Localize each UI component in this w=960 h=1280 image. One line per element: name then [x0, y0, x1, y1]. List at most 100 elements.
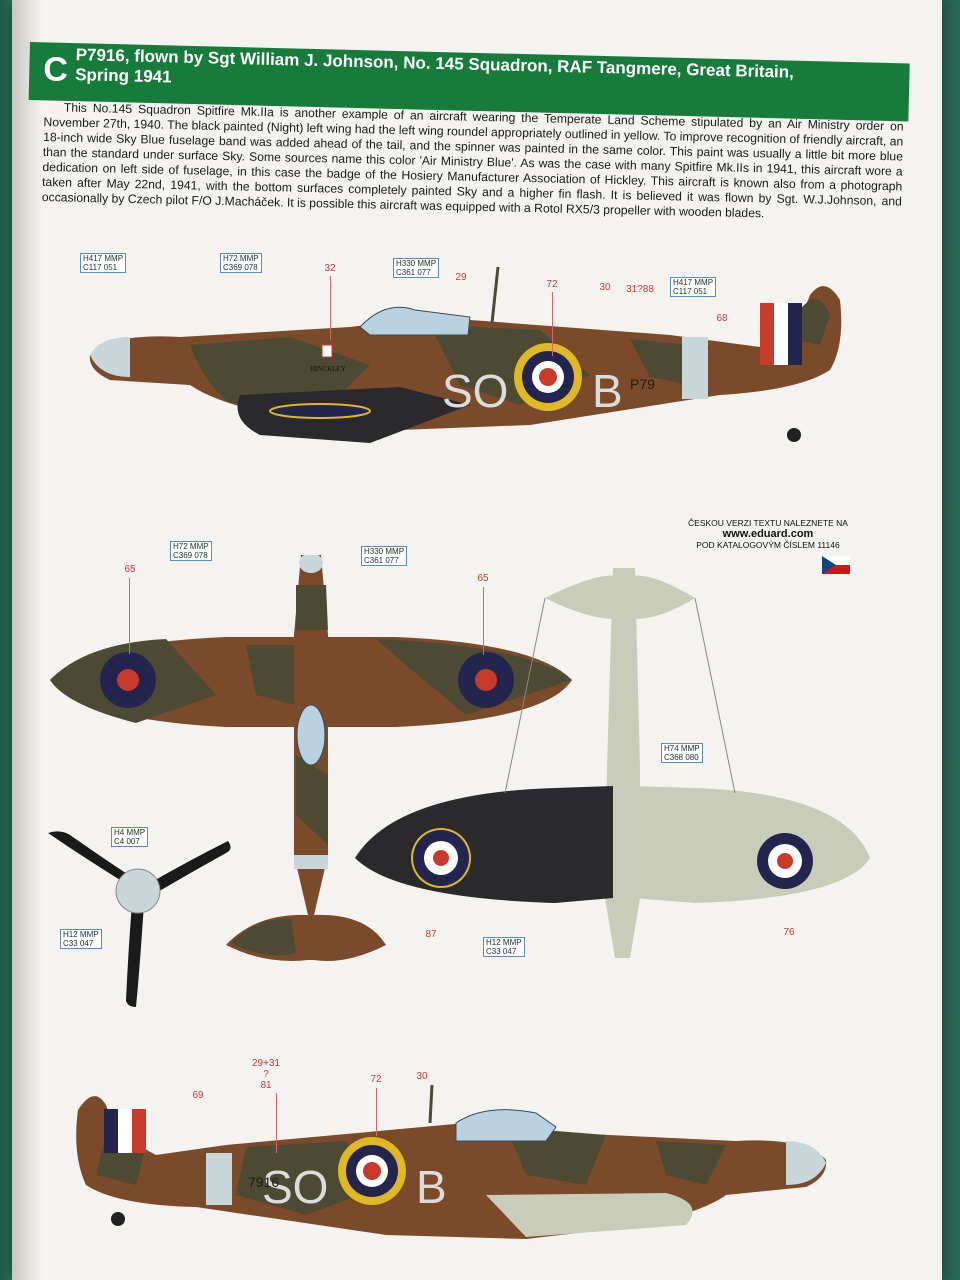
under-wing-left-night [355, 786, 613, 903]
code-h: H330 [396, 259, 416, 268]
code-h: H12 [486, 938, 501, 947]
right-profile-view: SO B 7916 [76, 1084, 827, 1239]
left-code-so: SO [442, 365, 508, 417]
callout-29: 29 [455, 272, 467, 283]
leader-line [483, 587, 484, 655]
code-c: C361 [364, 556, 384, 565]
scheme-subtitle: Spring 1941 [74, 65, 172, 87]
code-brand: MMP [189, 542, 209, 551]
right-fin-flash-blue [104, 1109, 118, 1153]
callout-29-31: 29+31 [251, 1058, 281, 1069]
top-view [50, 555, 572, 961]
callout-32: 32 [324, 263, 336, 274]
under-rigging-line [694, 597, 736, 794]
under-fuselage [605, 568, 640, 958]
callout-87: 87 [425, 929, 437, 940]
czech-version-note: ČESKOU VERZI TEXTU NALEZNETE NA www.edua… [678, 518, 858, 551]
callout-68: 68 [716, 313, 728, 324]
czech-note-site: www.eduard.com [722, 528, 814, 540]
right-serial: 7916 [248, 1174, 279, 1190]
code-mmp: 077 [385, 556, 399, 565]
instruction-page [12, 0, 942, 1280]
code-mmp: 051 [103, 263, 118, 272]
czech-flag-icon [822, 556, 850, 574]
callout-69: 69 [192, 1090, 204, 1101]
top-tailplane-green [231, 918, 296, 956]
code-brand: MMP [126, 828, 146, 837]
callout-72: 72 [546, 279, 558, 290]
right-fin-flash-red [132, 1109, 146, 1153]
callout-31-88: 31?88 [626, 284, 654, 295]
description-paragraph: This No.145 Squadron Spitfire Mk.IIa is … [41, 100, 904, 221]
code-mmp: 077 [417, 268, 431, 277]
right-antenna-mast [428, 1084, 434, 1124]
under-roundel-left-red [433, 850, 449, 866]
fin-flash-red [760, 303, 774, 365]
callout-76: 76 [783, 927, 795, 938]
code-h: H417 [83, 254, 103, 263]
underside-view [355, 568, 870, 958]
code-mmp: 078 [194, 551, 208, 560]
code-mmp: 080 [685, 753, 699, 762]
right-canopy [455, 1109, 557, 1142]
propeller-blade [48, 831, 138, 885]
top-canopy [296, 704, 326, 766]
code-brand: MMP [417, 259, 437, 268]
code-brand: MMP [239, 254, 259, 263]
code-brand: MMP [104, 254, 124, 263]
leader-line [552, 292, 553, 356]
code-c: C33 [63, 939, 78, 948]
top-roundel-left-red [117, 669, 139, 691]
under-roundel-right-red [777, 853, 793, 869]
right-camo-green [96, 1127, 726, 1215]
callout-81: 81 [260, 1080, 272, 1091]
description-text: This No.145 Squadron Spitfire Mk.IIa is … [42, 100, 904, 224]
under-wing-right-sky [633, 786, 870, 903]
right-sky-band [206, 1153, 232, 1205]
callout-30: 30 [599, 282, 611, 293]
czech-note-line3: POD KATALOGOVÝM ČÍSLEM 11146 [696, 540, 840, 550]
right-spinner [786, 1141, 826, 1185]
code-mmp: 007 [126, 837, 140, 846]
hinckley-badge-text: HINCKLEY [310, 365, 346, 373]
code-c: C369 [173, 551, 193, 560]
right-tailwheel [111, 1212, 125, 1226]
leader-line [330, 276, 331, 340]
code-h: H72 [173, 542, 188, 551]
right-roundel-red [363, 1162, 381, 1180]
code-h: H4 [114, 828, 125, 837]
callout-30-right: 30 [416, 1071, 428, 1082]
code-mmp: 047 [502, 947, 517, 956]
left-tailwheel [787, 428, 801, 442]
left-canopy [359, 306, 471, 336]
code-c: C117 [83, 263, 102, 272]
propeller-view [48, 831, 231, 1007]
left-profile-view: SO B P79 HINCKLEY [89, 266, 842, 443]
top-roundel-right-red [475, 669, 497, 691]
hinckley-badge [321, 344, 333, 358]
code-brand: MMP [680, 744, 700, 753]
code-c: C117 [673, 287, 692, 296]
left-serial: P79 [630, 376, 655, 392]
code-c: C361 [396, 268, 416, 277]
top-spinner [299, 555, 323, 573]
propeller-blade [126, 903, 144, 1007]
left-spinner [90, 337, 130, 377]
leader-line [376, 1088, 377, 1136]
top-fuselage-green [296, 585, 328, 845]
propeller-blade [150, 841, 231, 893]
left-underwing-roundel [269, 403, 371, 419]
propeller-spinner [115, 868, 161, 914]
code-brand: MMP [385, 547, 405, 556]
code-h: H330 [364, 547, 384, 556]
code-mmp: 078 [244, 263, 258, 272]
